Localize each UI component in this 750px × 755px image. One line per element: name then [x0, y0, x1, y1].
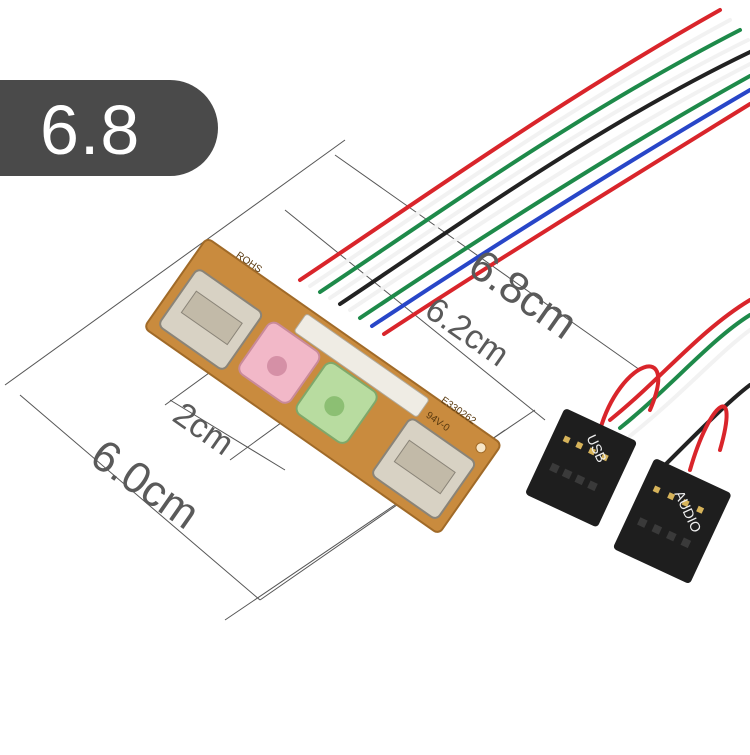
audio-header	[613, 459, 731, 584]
pcb-board	[145, 238, 501, 533]
wire-connector-housing	[294, 314, 429, 417]
usb-header	[526, 409, 637, 527]
size-badge: 6.8	[0, 80, 218, 176]
size-badge-label: 6.8	[40, 91, 141, 169]
header-wires	[598, 298, 750, 472]
ribbon-wires	[298, 8, 750, 336]
